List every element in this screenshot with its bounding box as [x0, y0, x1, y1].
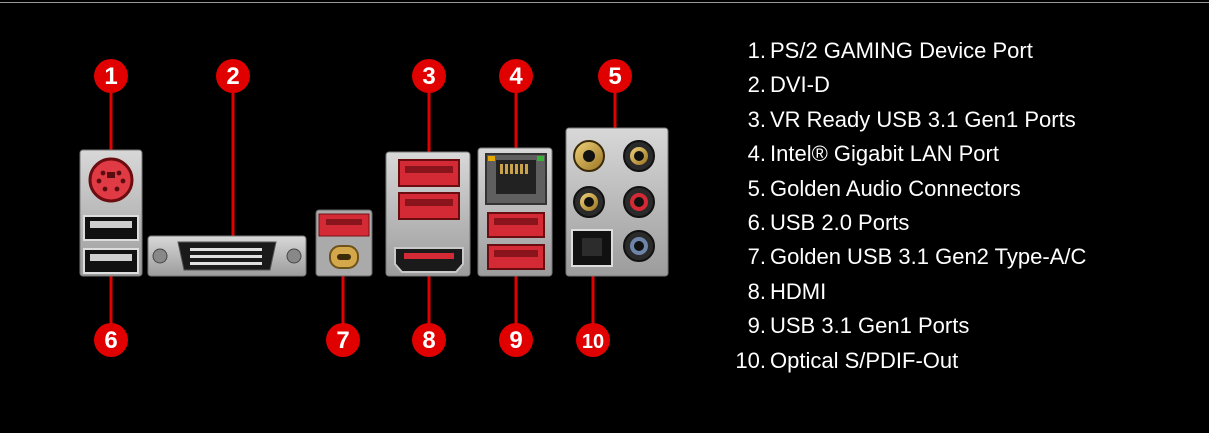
legend-number: 2. — [747, 72, 766, 98]
legend-item: 3.VR Ready USB 3.1 Gen1 Ports — [726, 103, 1086, 137]
callout-2: 2 — [216, 59, 250, 93]
callout-4: 4 — [499, 59, 533, 93]
audio-optical-stack — [565, 127, 669, 277]
legend-label: PS/2 GAMING Device Port — [770, 38, 1033, 63]
ps2-port — [88, 157, 134, 203]
legend-label: USB 2.0 Ports — [770, 209, 910, 235]
callout-5: 5 — [598, 59, 632, 93]
legend-item: 7.Golden USB 3.1 Gen2 Type-A/C — [726, 240, 1087, 274]
legend-number: 9. — [747, 313, 766, 339]
legend-item: 10.Optical S/PDIF-Out — [726, 344, 1086, 378]
legend-item: 6.USB 2.0 Ports — [726, 206, 1086, 240]
callout-label-8: 8 — [422, 327, 435, 354]
usb-type-a-c-port — [315, 209, 373, 277]
legend-number: 3. — [747, 106, 766, 132]
callout-label-5: 5 — [608, 63, 621, 90]
legend-number: 8. — [747, 278, 766, 304]
legend-item: 1.PS/2 GAMING Device Port — [726, 34, 1086, 68]
legend-label: Intel® Gigabit LAN Port — [770, 141, 999, 167]
lan-usb-stack — [477, 147, 553, 277]
legend-item: 5.Golden Audio Connectors — [726, 172, 1086, 206]
legend-label: Golden USB 3.1 Gen2 Type-A/C — [770, 244, 1087, 270]
legend-item: 8.HDMI — [726, 275, 1086, 309]
legend-number: 1. — [747, 38, 766, 63]
hdmi-port — [394, 247, 464, 273]
callout-3: 3 — [412, 59, 446, 93]
dvi-d-port — [147, 235, 307, 277]
legend-item: 4.Intel® Gigabit LAN Port — [726, 137, 1086, 171]
callout-label-10: 10 — [582, 331, 604, 353]
port-legend: 1.PS/2 GAMING Device Port 2.DVI-D 3.VR R… — [726, 34, 1086, 378]
ps2-usb2-stack — [79, 149, 143, 277]
legend-item: 9.USB 3.1 Gen1 Ports — [726, 309, 1086, 343]
legend-label: Optical S/PDIF-Out — [770, 347, 959, 373]
callout-label-1: 1 — [104, 63, 117, 90]
callout-label-6: 6 — [104, 327, 117, 354]
legend-label: VR Ready USB 3.1 Gen1 Ports — [770, 106, 1076, 132]
callout-7: 7 — [326, 323, 360, 357]
io-panel-diagram: 1 2 3 4 5 6 7 8 9 10 — [79, 59, 669, 357]
callout-label-3: 3 — [422, 63, 435, 90]
callout-9: 9 — [499, 323, 533, 357]
top-divider-line — [0, 2, 1209, 3]
legend-item: 2.DVI-D — [726, 68, 1086, 102]
callout-8: 8 — [412, 323, 446, 357]
legend-number: 6. — [747, 209, 766, 235]
legend-number: 10. — [735, 347, 766, 373]
callout-label-9: 9 — [509, 327, 522, 354]
legend-number: 5. — [747, 175, 766, 201]
legend-number: 7. — [747, 244, 766, 270]
legend-label: USB 3.1 Gen1 Ports — [770, 313, 970, 339]
callout-10: 10 — [576, 323, 610, 357]
legend-number: 4. — [747, 141, 766, 167]
callout-6: 6 — [94, 323, 128, 357]
audio-jacks — [573, 140, 655, 262]
vr-usb-hdmi-stack — [385, 151, 471, 277]
legend-label: Golden Audio Connectors — [770, 175, 1021, 201]
legend-label: DVI-D — [770, 72, 830, 98]
callout-label-7: 7 — [336, 327, 349, 354]
legend-label: HDMI — [770, 278, 827, 304]
callout-label-4: 4 — [509, 63, 523, 90]
callout-label-2: 2 — [226, 63, 239, 90]
callout-1: 1 — [94, 59, 128, 93]
